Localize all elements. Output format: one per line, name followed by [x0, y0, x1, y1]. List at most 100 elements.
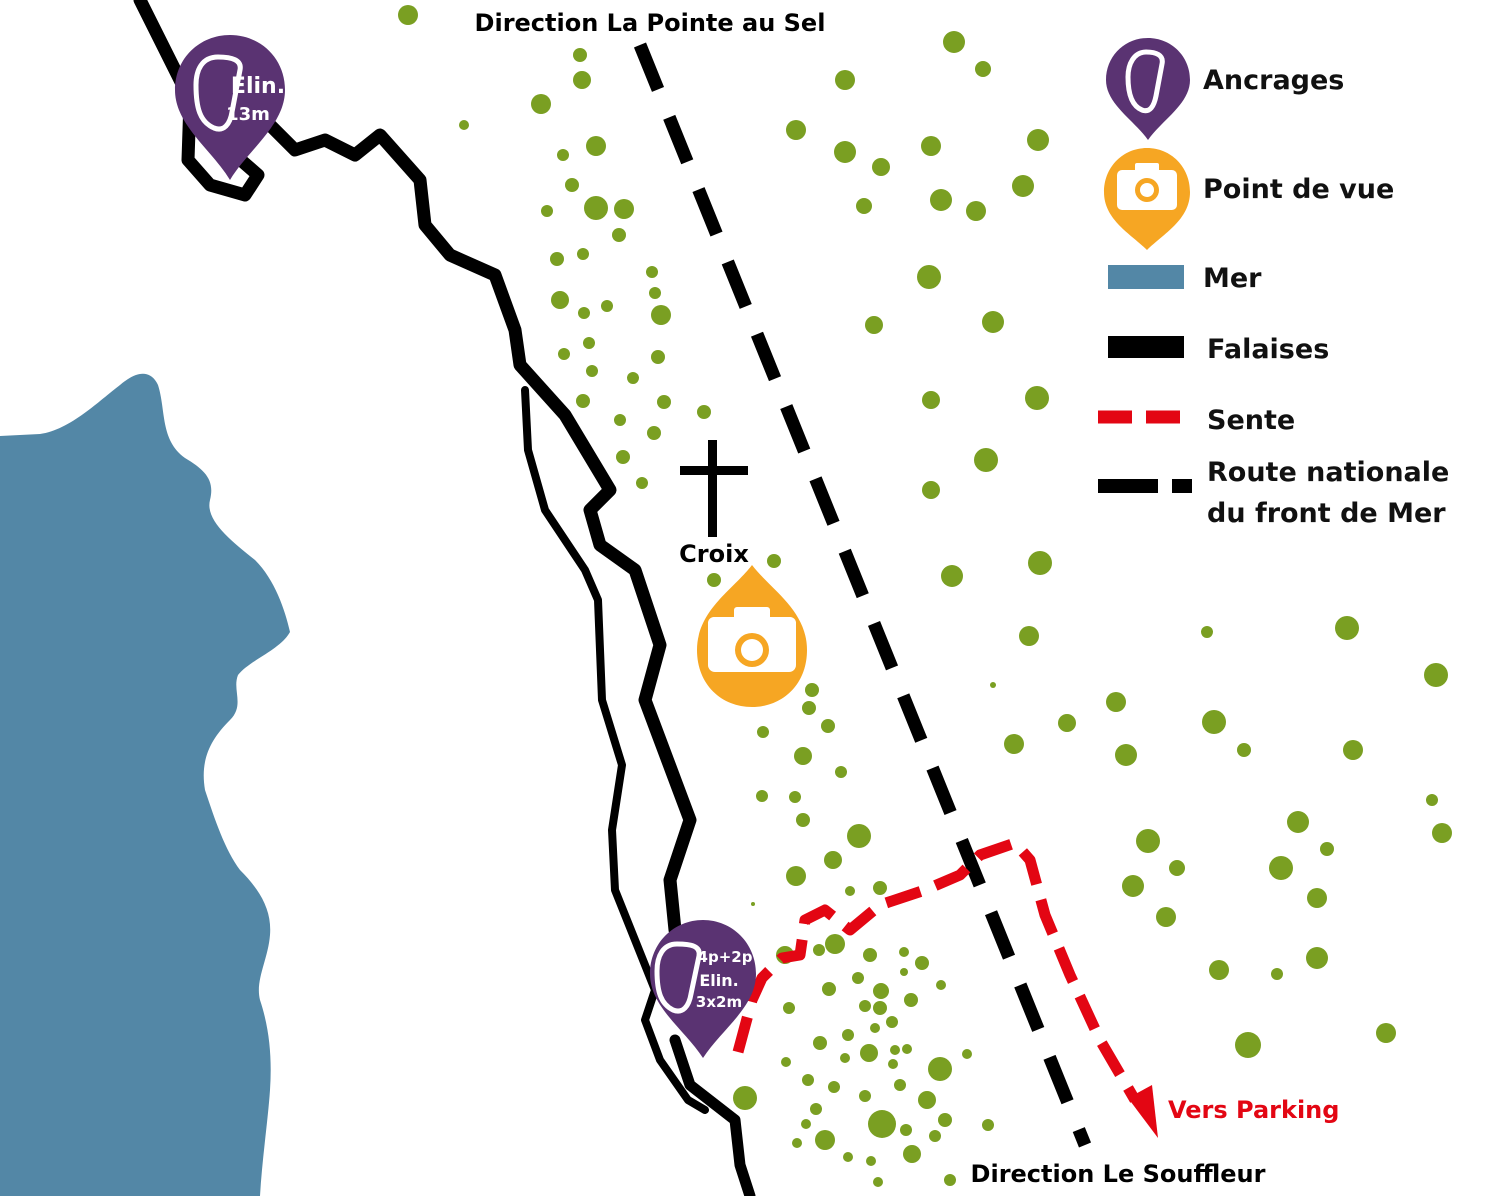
tree-dot	[936, 980, 946, 990]
tree-dot	[398, 5, 418, 25]
tree-dot	[825, 934, 845, 954]
tree-dot	[1058, 714, 1076, 732]
tree-dot	[843, 1152, 853, 1162]
tree-dot	[1115, 744, 1137, 766]
carabiner-icon	[654, 941, 702, 1014]
tree-dot	[802, 701, 816, 715]
tree-dot	[990, 682, 996, 688]
tree-dot	[944, 1174, 956, 1186]
tree-dot	[915, 956, 929, 970]
tree-dot	[1306, 947, 1328, 969]
tree-dot	[1271, 968, 1283, 980]
tree-dot	[824, 851, 842, 869]
tree-dot	[835, 766, 847, 778]
tree-dot	[1136, 829, 1160, 853]
tree-dot	[583, 337, 595, 349]
tree-dot	[863, 948, 877, 962]
tree-dot	[1122, 875, 1144, 897]
tree-dot	[974, 448, 998, 472]
tree-dot	[649, 287, 661, 299]
tree-dot	[794, 747, 812, 765]
tree-dot	[900, 1124, 912, 1136]
tree-dot	[1106, 692, 1126, 712]
tree-dot	[1424, 663, 1448, 687]
tree-dot	[822, 982, 836, 996]
tree-dot	[651, 305, 671, 325]
tree-dot	[541, 205, 553, 217]
tree-dot	[1376, 1023, 1396, 1043]
direction-north-label: Direction La Pointe au Sel	[475, 9, 826, 37]
tree-dot	[904, 993, 918, 1007]
tree-dot	[1027, 129, 1049, 151]
tree-dot	[651, 350, 665, 364]
tree-dot	[815, 1130, 835, 1150]
anchor-pin-4p2p-elin-3x2m[interactable]: 4p+2p Elin. 3x2m	[650, 920, 756, 1058]
tree-dot	[1019, 626, 1039, 646]
tree-dot	[1432, 823, 1452, 843]
tree-dot	[873, 881, 887, 895]
tree-dot	[733, 1086, 757, 1110]
tree-dot	[783, 1002, 795, 1014]
cross-label: Croix	[679, 540, 749, 568]
tree-dot	[840, 1053, 850, 1063]
tree-dot	[586, 365, 598, 377]
tree-dot	[1201, 626, 1213, 638]
tree-dot	[872, 158, 890, 176]
tree-dot	[941, 565, 963, 587]
tree-dot	[781, 1057, 791, 1067]
camera-icon	[708, 607, 796, 672]
tree-dot	[903, 1145, 921, 1163]
tree-dot	[982, 311, 1004, 333]
tree-dot	[821, 719, 835, 733]
legend-anchor-icon	[1106, 38, 1190, 140]
parking-arrow-icon	[1128, 1085, 1158, 1138]
tree-dot	[922, 481, 940, 499]
tree-dot	[873, 1001, 887, 1015]
tree-dot	[813, 1036, 827, 1050]
tree-dot	[852, 972, 864, 984]
tree-dot	[565, 178, 579, 192]
tree-dot	[982, 1119, 994, 1131]
tree-dot	[757, 726, 769, 738]
tree-dot	[943, 31, 965, 53]
tree-dot	[586, 136, 606, 156]
anchor-pin-elin-13m[interactable]: Elin. 13m	[175, 35, 285, 180]
tree-dot	[962, 1049, 972, 1059]
parking-label: Vers Parking	[1168, 1096, 1339, 1124]
tree-dot	[786, 866, 806, 886]
legend-viewpoint-label: Point de vue	[1203, 174, 1394, 205]
tree-dot	[917, 265, 941, 289]
tree-dot	[577, 248, 589, 260]
tree-dot	[786, 120, 806, 140]
tree-dot	[1209, 960, 1229, 980]
tree-dot	[805, 683, 819, 697]
anchor-1-line-1: Elin.	[231, 74, 285, 99]
tree-dot	[796, 813, 810, 827]
tree-dot	[616, 450, 630, 464]
tree-dot	[557, 149, 569, 161]
viewpoint-pin[interactable]	[697, 565, 807, 707]
tree-dot	[614, 199, 634, 219]
tree-dot	[1287, 811, 1309, 833]
tree-dot	[873, 983, 889, 999]
tree-dot	[767, 554, 781, 568]
tree-dot	[859, 1090, 871, 1102]
tree-dot	[868, 1110, 896, 1138]
tree-dot	[551, 291, 569, 309]
carabiner-icon	[193, 54, 243, 132]
tree-dot	[886, 1016, 898, 1028]
trees-layer	[398, 5, 1452, 1187]
legend-cliffs-label: Falaises	[1207, 334, 1329, 365]
tree-dot	[459, 120, 469, 130]
tree-dot	[1320, 842, 1334, 856]
tree-dot	[921, 136, 941, 156]
cliff-line-inner	[521, 386, 709, 1114]
anchor-2-line-1: 4p+2p	[698, 948, 753, 966]
tree-dot	[918, 1091, 936, 1109]
tree-dot	[847, 824, 871, 848]
legend-road-label-2: du front de Mer	[1207, 498, 1446, 529]
tree-dot	[576, 394, 590, 408]
cross-icon	[680, 440, 748, 537]
tree-dot	[647, 426, 661, 440]
